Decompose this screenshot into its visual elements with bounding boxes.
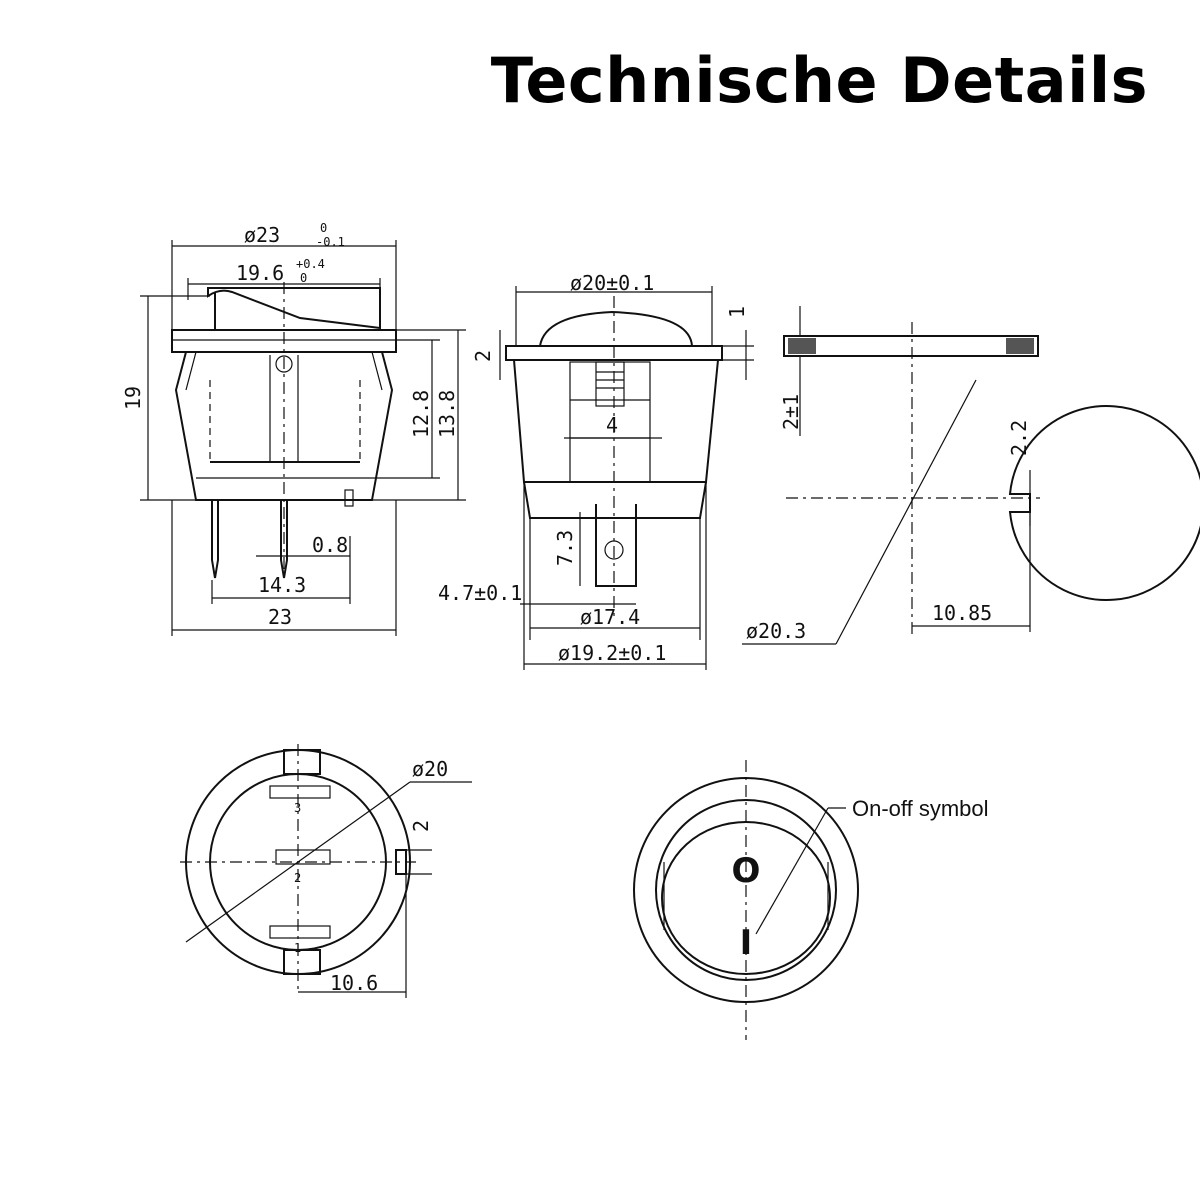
dim-body-diameter: ø17.4 <box>580 605 640 629</box>
dim-terminal-width: 4.7±0.1 <box>438 581 522 605</box>
svg-text:ø23: ø23 <box>244 223 280 247</box>
panel-hatch-right <box>1006 338 1034 354</box>
dim-total-height: 19 <box>121 386 145 410</box>
dim-body-height: 12.8 <box>409 390 433 438</box>
dim-flange-height: 2 <box>471 350 495 362</box>
panel-hatch-left <box>788 338 816 354</box>
dim-outer-diameter: ø23 <box>244 223 280 247</box>
dim-tab-width: 2 <box>409 820 433 832</box>
terminal-label-2: 2 <box>294 871 301 885</box>
on-off-symbol-callout: On-off symbol <box>852 796 989 821</box>
dim-terminal-height: 7.3 <box>553 530 577 566</box>
dim-bottom-diameter-20: ø20 <box>412 757 448 781</box>
dim-center-width: 4 <box>606 413 618 437</box>
dim-pin-width: 0.8 <box>312 533 348 557</box>
dim-outer-tol-upper: 0 <box>320 221 327 235</box>
dim-top-width: 19.6 <box>236 261 284 285</box>
dim-notch-offset: 10.85 <box>932 601 992 625</box>
page-title: Technische Details <box>490 44 1148 117</box>
off-symbol-icon: O <box>732 851 761 891</box>
dim-bottom-offset: 10.6 <box>330 971 378 995</box>
front-view: ø23 0 -0.1 19.6 +0.4 0 19 12.8 13.8 0.8 … <box>121 221 466 636</box>
dim-cutout-diameter: ø20.3 <box>746 619 806 643</box>
dim-top-diameter: ø20±0.1 <box>570 271 654 295</box>
top-view: O I On-off symbol <box>633 760 989 1040</box>
dim-panel-thickness: 2±1 <box>779 394 803 430</box>
terminal-label-3: 3 <box>294 801 301 815</box>
panel-cutout-view: 2±1 2.2 ø20.3 10.85 <box>742 306 1200 645</box>
dim-notch-width: 2.2 <box>1007 420 1031 456</box>
dim-outer-tol-lower: -0.1 <box>316 235 345 249</box>
dim-pin-spacing: 14.3 <box>258 573 306 597</box>
dim-flange-thickness: 1 <box>725 306 749 318</box>
dim-top-tol-upper: +0.4 <box>296 257 325 271</box>
side-view: ø20±0.1 1 2 4 7.3 4.7±0.1 ø17.4 ø19.2±0.… <box>438 271 754 670</box>
dim-top-tol-lower: 0 <box>300 271 307 285</box>
bottom-view: ø20 2 10.6 3 2 1 <box>180 744 472 998</box>
dim-base-width: 23 <box>268 605 292 629</box>
dim-body-height-2: 13.8 <box>435 390 459 438</box>
on-symbol-icon: I <box>740 923 753 963</box>
dim-bottom-diameter: ø19.2±0.1 <box>558 641 666 665</box>
terminal-label-1: 1 <box>294 941 301 955</box>
